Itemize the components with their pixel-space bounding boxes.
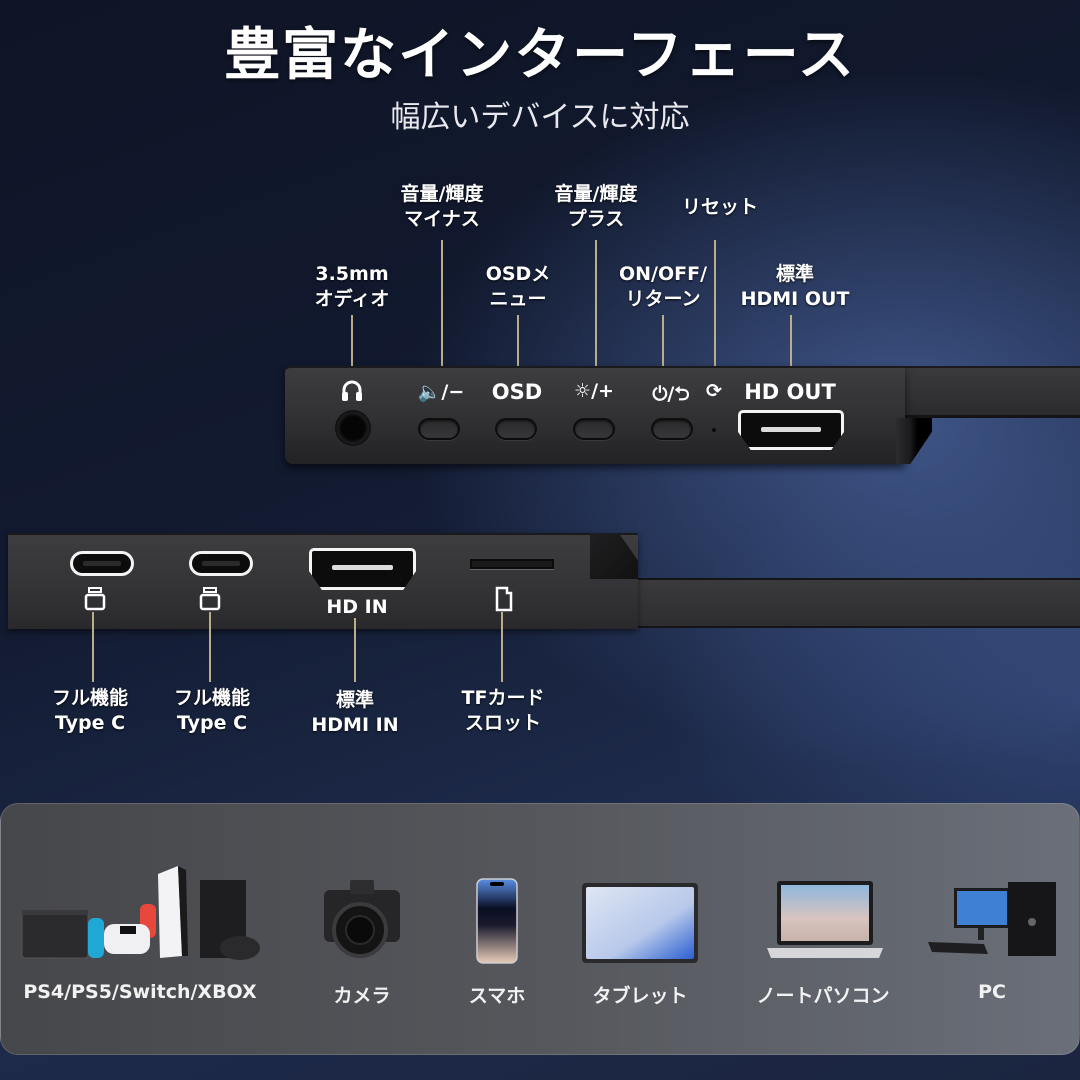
power-return-mark: ⏻/⮌ <box>652 383 690 405</box>
label-line: 標準 <box>775 263 814 285</box>
audio-jack-port[interactable] <box>335 410 371 446</box>
game-consoles-icon <box>21 866 260 960</box>
camera-icon <box>324 880 400 958</box>
osd-mark: OSD <box>491 380 543 404</box>
device-label-consoles: PS4/PS5/Switch/XBOX <box>23 981 257 1003</box>
label-type-c-1: フル機能 Type C <box>52 686 128 736</box>
monitor-edge-top <box>900 366 1080 418</box>
headphones-icon <box>342 380 362 401</box>
label-hdmi-out: 標準 HDMI OUT <box>741 262 850 312</box>
label-type-c-2: フル機能 Type C <box>174 686 250 736</box>
smartphone-icon <box>476 878 518 964</box>
hdmi-out-port[interactable] <box>738 410 844 450</box>
hdmi-out-mark: HD OUT <box>744 380 836 404</box>
device-label-camera: カメラ <box>333 985 391 1007</box>
label-line: HDMI OUT <box>740 288 850 310</box>
label-audio-jack: 3.5mm オディオ <box>315 262 390 312</box>
label-line: 音量/輝度 <box>400 183 484 205</box>
leader-line <box>790 315 792 372</box>
leader-line <box>351 315 353 372</box>
hdmi-pins <box>332 565 393 571</box>
page-subtitle: 幅広いデバイスに対応 <box>390 100 690 135</box>
label-line: 音量/輝度 <box>554 183 638 205</box>
leader-line <box>501 612 503 682</box>
hdmi-in-port[interactable] <box>309 548 416 590</box>
label-hdmi-in: 標準 HDMI IN <box>311 688 398 738</box>
label-line: 標準 <box>335 689 374 711</box>
label-line: マイナス <box>404 208 480 230</box>
leader-line <box>92 612 94 682</box>
leader-line <box>517 315 519 372</box>
label-line: Type C <box>54 712 126 734</box>
tf-card-slot[interactable] <box>470 559 554 569</box>
volume-minus-mark: 🔈/− <box>417 381 465 403</box>
reset-pinhole[interactable] <box>712 428 716 432</box>
sd-card-icon <box>495 586 513 612</box>
device-label-tablet: タブレット <box>592 985 688 1007</box>
label-volume-minus: 音量/輝度 マイナス <box>401 182 484 232</box>
label-power: ON/OFF/ リターン <box>619 262 707 312</box>
volume-plus-button[interactable] <box>573 418 615 440</box>
leader-line <box>714 240 716 372</box>
device-label-smartphone: スマホ <box>468 985 526 1007</box>
monitor-edge-bottom <box>600 578 1080 628</box>
leader-line <box>595 240 597 372</box>
leader-line <box>662 315 664 372</box>
label-line: ON/OFF/ <box>618 263 708 285</box>
osd-menu-button[interactable] <box>495 418 537 440</box>
label-line: Type C <box>176 712 248 734</box>
leader-line <box>209 612 211 682</box>
panel-notch <box>896 418 932 464</box>
label-osd-menu: OSDメ ニュー <box>486 262 551 312</box>
label-line: オディオ <box>314 288 390 310</box>
label-line: ニュー <box>489 288 547 310</box>
label-line: 3.5mm <box>315 263 389 285</box>
page-title: 豊富なインターフェース <box>224 23 856 88</box>
tablet-icon <box>582 883 698 963</box>
label-volume-plus: 音量/輝度 プラス <box>555 182 638 232</box>
usb-c-icon <box>84 587 106 611</box>
label-line: フル機能 <box>173 687 251 709</box>
leader-line <box>441 240 443 372</box>
label-line: スロット <box>464 712 542 734</box>
hdmi-in-mark: HD IN <box>326 596 388 618</box>
label-line: HDMI IN <box>311 714 399 736</box>
reset-icon: ⟳ <box>706 380 722 402</box>
leader-line <box>354 618 356 682</box>
laptop-icon <box>767 881 883 958</box>
usb-c-icon <box>199 587 221 611</box>
label-line: リセット <box>681 196 759 218</box>
device-label-laptop: ノートパソコン <box>756 985 890 1007</box>
type-c-port-1[interactable] <box>70 551 134 576</box>
label-line: リターン <box>625 288 701 310</box>
label-line: フル機能 <box>51 687 129 709</box>
volume-plus-mark: ☼/+ <box>574 380 614 402</box>
power-button[interactable] <box>651 418 693 440</box>
hdmi-pins <box>761 426 821 432</box>
label-tf-card: TFカード スロット <box>462 686 545 736</box>
type-c-port-2[interactable] <box>189 551 253 576</box>
device-label-pc: PC <box>978 981 1006 1003</box>
label-line: OSDメ <box>485 263 551 285</box>
label-line: TFカード <box>461 687 545 709</box>
desktop-pc-icon <box>928 882 1056 956</box>
label-line: プラス <box>567 208 625 230</box>
volume-minus-button[interactable] <box>418 418 460 440</box>
label-reset: リセット <box>682 195 758 220</box>
